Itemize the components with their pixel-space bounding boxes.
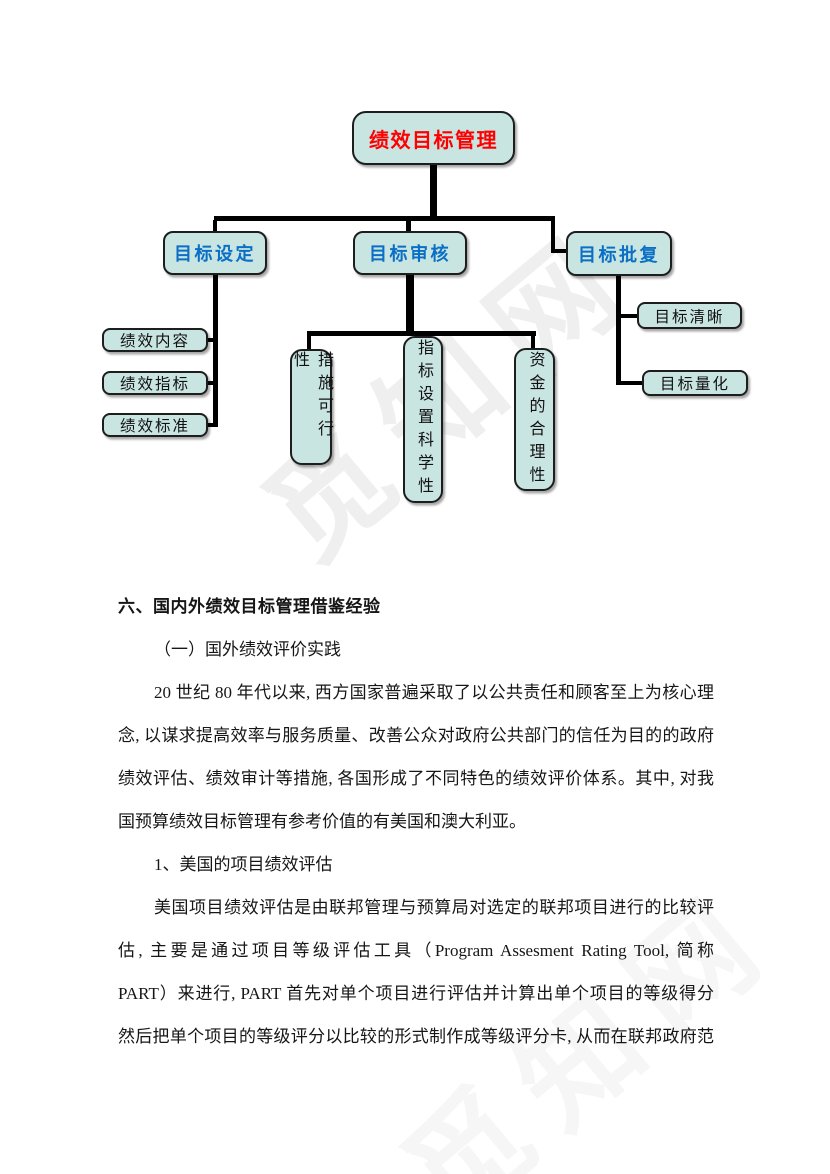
child-label: 目标清晰 [654,308,725,326]
branch-label: 目标设定 [174,244,256,264]
connector-line [307,334,311,351]
child-label: 绩效指标 [119,376,190,393]
child-box-performance-indicator: 绩效指标 [102,371,208,395]
connector-line [213,220,217,233]
chart-root-label: 绩效目标管理 [369,129,498,152]
branch-label: 目标审核 [369,244,451,264]
connector-line [430,164,437,218]
child-box-indicator-scientific: 指标设置科学性 [403,336,443,503]
child-box-measure-feasibility: 措施可行性 [290,349,332,465]
connector-line [619,381,643,385]
connector-line [619,314,638,318]
branch-box-goal-setting: 目标设定 [163,231,267,275]
child-label: 措施可行性 [291,351,332,443]
subsection-heading: （一）国外绩效评价实践 [154,640,341,659]
connector-line [406,274,414,334]
paragraph-line: 然后把单个项目的等级评分以比较的形式制作成等级评分卡, 从而在联邦政府范 [118,1027,714,1046]
connector-line [551,249,567,253]
paragraph-line: 估, 主要是通过项目等级评估工具（Program Assesment Ratin… [118,941,714,960]
branch-box-goal-review: 目标审核 [353,231,467,275]
paragraph-line: 美国项目绩效评估是由联邦管理与预算局对选定的联邦项目进行的比较评 [154,898,714,917]
list-item-heading: 1、美国的项目绩效评估 [154,855,333,874]
section-heading: 六、国内外绩效目标管理借鉴经验 [118,597,381,616]
paragraph-line: 绩效评估、绩效审计等措施, 各国形成了不同特色的绩效评价体系。其中, 对我 [118,769,714,788]
connector-line [616,275,621,385]
child-box-goal-quantification: 目标量化 [642,370,748,396]
connector-line [531,334,535,351]
child-box-performance-standard: 绩效标准 [102,413,208,437]
connector-line [213,274,218,427]
paragraph-line: 念, 以谋求提高效率与服务质量、改善公众对政府公共部门的信任为目的的政府 [118,726,714,745]
connector-line [551,216,555,253]
child-box-fund-rationality: 资金的合理性 [514,348,555,491]
org-chart: 绩效目标管理 目标设定 目标审核 目标批复 绩效内容 绩效指标 绩效标准 措施可… [0,0,830,570]
connector-line [214,216,555,221]
paragraph-line: 20 世纪 80 年代以来, 西方国家普遍采取了以公共责任和顾客至上为核心理 [154,683,714,702]
connector-line [206,338,216,342]
paragraph-line: PART）来进行, PART 首先对单个项目进行评估并计算出单个项目的等级得分 [118,984,714,1003]
connector-line [206,423,216,427]
chart-root-box: 绩效目标管理 [352,111,515,165]
connector-line [206,381,216,385]
child-label: 目标量化 [659,376,730,393]
child-box-performance-content: 绩效内容 [102,328,208,352]
child-label: 资金的合理性 [526,350,544,489]
paragraph-line: 国预算绩效目标管理有参考价值的有美国和澳大利亚。 [118,812,526,831]
child-box-goal-clarity: 目标清晰 [637,302,742,329]
connector-line [307,331,536,336]
document-text: 六、国内外绩效目标管理借鉴经验 （一）国外绩效评价实践 20 世纪 80 年代以… [118,585,714,1058]
child-label: 绩效内容 [119,333,190,350]
child-label: 指标设置科学性 [415,339,432,500]
branch-box-goal-approval: 目标批复 [566,231,672,276]
connector-line [406,220,411,233]
child-label: 绩效标准 [119,418,190,435]
branch-label: 目标批复 [578,244,660,265]
